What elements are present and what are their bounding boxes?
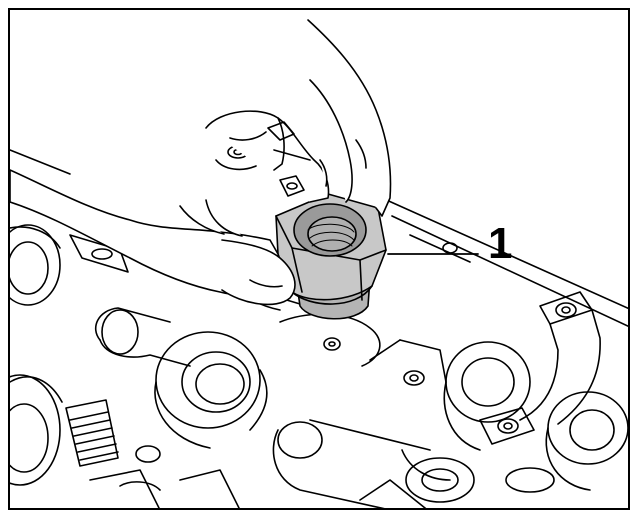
camshaft-journal-left xyxy=(94,307,191,367)
valve-ring-bottom-left xyxy=(10,374,63,486)
adapter-nut xyxy=(275,193,387,320)
lower-left-bosses xyxy=(89,445,240,508)
camshaft-journal-right xyxy=(369,339,531,451)
right-cam-lobes xyxy=(505,391,628,493)
hole-right xyxy=(442,242,458,254)
callout-label-1: 1 xyxy=(488,219,513,268)
threaded-stud xyxy=(65,399,119,467)
illustration-frame: 1 xyxy=(8,8,630,510)
bottom-tubes xyxy=(272,419,475,508)
bearing-cap xyxy=(479,291,601,445)
left-port xyxy=(10,224,61,306)
valve-ring-center xyxy=(154,331,268,449)
fitting-behind-hand xyxy=(267,121,311,197)
technical-illustration xyxy=(10,19,628,508)
